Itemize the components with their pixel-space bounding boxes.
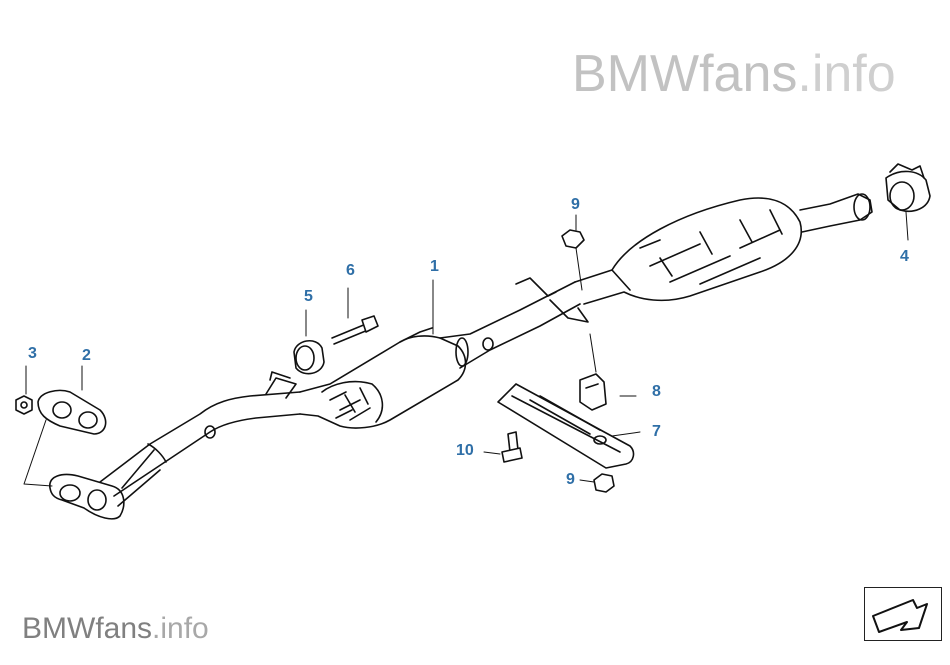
nut-part-3 (15, 395, 33, 415)
leader-lines (23, 211, 909, 487)
callout-6: 6 (346, 262, 355, 279)
arrow-down-right-icon (872, 599, 928, 633)
rear-silencer (574, 197, 802, 305)
clamp-part-4 (885, 163, 931, 212)
watermark-top: BMWfans.info (572, 45, 896, 103)
callout-3: 3 (28, 345, 37, 362)
front-flange (49, 473, 125, 520)
callout-1: 1 (430, 258, 439, 275)
front-pipes (99, 371, 301, 507)
bracket-part-8 (579, 373, 607, 411)
callout-7: 7 (652, 423, 661, 440)
gasket-part-2 (37, 389, 107, 435)
callout-5: 5 (304, 288, 313, 305)
screw-part-10 (501, 431, 523, 463)
nut-part-9-upper (561, 229, 585, 249)
callout-10: 10 (456, 442, 474, 459)
tailpipe (799, 193, 873, 233)
callout-4: 4 (900, 248, 909, 265)
rubber-mount-part-5 (293, 340, 325, 375)
next-diagram-button[interactable] (864, 587, 942, 641)
callout-9-lower: 9 (566, 471, 575, 488)
catalytic-converter-front (299, 327, 467, 429)
nut-part-9-lower (593, 473, 615, 493)
watermark-bottom: BMWfans.info (22, 612, 209, 645)
middle-pipe (439, 277, 589, 369)
callout-8: 8 (652, 383, 661, 400)
bolt-part-6 (331, 315, 379, 345)
callout-2: 2 (82, 347, 91, 364)
support-plate-part-7 (497, 383, 635, 469)
callout-9-upper: 9 (571, 196, 580, 213)
